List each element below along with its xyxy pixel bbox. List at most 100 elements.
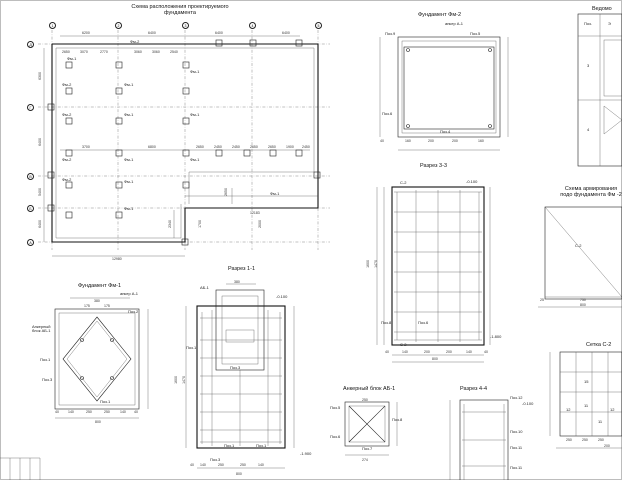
plan-top-dim-1: 6200: [82, 31, 90, 35]
section33-total: 800: [432, 357, 438, 361]
section33-mark-2: -0.100: [466, 179, 478, 184]
ab1-dim-2: 274: [362, 458, 368, 462]
schedule-header-pos: Поз.: [584, 21, 592, 26]
section11-mark-8: -1.900: [300, 451, 312, 456]
schedule-row-2: 4: [587, 127, 590, 132]
fm2-mark-1: Поз.9: [385, 31, 396, 36]
plan-misc-dim-5: 1700: [197, 220, 202, 228]
section44-mark-4: -0.100: [522, 401, 534, 406]
plan-title: Схема расположения проектируемого фундам…: [131, 4, 229, 16]
plan-mid-dim-1: 3700: [82, 145, 90, 149]
plan-label-8: Фм-1: [124, 157, 134, 162]
fm1-dim-4: 250: [104, 410, 110, 414]
section11-total: 800: [236, 472, 242, 476]
schedule-row-1: 3: [587, 63, 590, 68]
fm1-title: Фундамент Фм-1: [78, 283, 122, 289]
mesh-dim-1: 250: [566, 438, 572, 442]
scheme-dim-2: 750: [580, 298, 586, 302]
fm1-mark-6: Поз.1: [100, 399, 111, 404]
ab1-view: [344, 401, 398, 456]
schedule-table: [577, 13, 622, 167]
plan-label-11: Фм-2: [62, 177, 72, 182]
plan-label-5: Фм-1: [124, 112, 134, 117]
section44-mark-5: Поз.11: [510, 465, 523, 470]
fm1-top-dim-1: 380: [94, 299, 100, 303]
section-4-4: [449, 399, 509, 480]
plan-left-dim-1: 6300: [37, 72, 42, 80]
mesh-c2: [549, 351, 622, 449]
mesh-dim-3: 250: [598, 438, 604, 442]
section33-side-dim-1: 1600: [365, 260, 370, 268]
section11-title: Разрез 1-1: [228, 266, 256, 272]
fm1-mark-3: Анкерный блок АБ-1: [32, 324, 51, 333]
section11-mark-6: Поз.1: [256, 443, 267, 448]
fm2-mark-4: Поз.4: [440, 129, 451, 134]
plan-misc-dim-3: 2650: [223, 188, 228, 196]
mesh-dim-4: 200: [604, 444, 610, 448]
mesh-mark-1: 15: [584, 379, 589, 384]
scheme-dim-1: 25: [540, 298, 544, 302]
section11-dim-1: 140: [200, 463, 206, 467]
ab1-title: Анкерный блок АБ-1: [343, 386, 396, 392]
plan-label-12: Фм-1: [124, 179, 134, 184]
plan-top-dim-2: 6400: [148, 31, 156, 35]
fm1-dim-1: 40: [55, 410, 59, 414]
ab1-mark-1: Поз.5: [330, 405, 341, 410]
fm2-title: Фундамент Фм-2: [418, 12, 462, 18]
axis-left-a: А: [27, 239, 34, 246]
fm2-total: 40: [380, 139, 384, 143]
fm1-total: 800: [95, 420, 101, 424]
fm1-view: [54, 297, 149, 419]
plan-top-dim2-5: 3060: [152, 50, 160, 54]
plan-mid-dim-7: 2650: [268, 145, 276, 149]
section33-side-dim-2: 1470: [373, 260, 378, 268]
section44-mark-2: Поз.10: [510, 429, 523, 434]
section33-mark-5: -1.800: [490, 334, 502, 339]
fm1-top-dim-2: 175: [84, 304, 90, 308]
section11-side-dim-1: 1600: [173, 376, 178, 384]
ab1-mark-2: Поз.6: [330, 434, 341, 439]
section11-dim-5: 380: [234, 280, 240, 284]
scheme-mark-1: С-2: [575, 243, 582, 248]
axis-left-b: Б: [27, 205, 34, 212]
section33-title: Разрез 3-3: [420, 163, 448, 169]
section33-dim-1: 40: [385, 350, 389, 354]
fm1-top-dim-3: 175: [104, 304, 110, 308]
plan-misc-dim-4: 2340: [167, 220, 172, 228]
plan-label-4: Фм-2: [62, 112, 72, 117]
section33-dim-2: 140: [402, 350, 408, 354]
section33-mark-4: Поз.6: [418, 320, 429, 325]
section11-mark-7: Поз.3: [210, 457, 221, 462]
section11-dim-6: 40: [190, 463, 194, 467]
section11-mark-3: Поз.1: [186, 345, 197, 350]
schedule-title: Ведомо: [592, 6, 612, 12]
plan-mid-dim-3: 2650: [196, 145, 204, 149]
plan-left-dim-3: 5400: [37, 188, 42, 196]
plan-mid-dim-5: 2450: [232, 145, 240, 149]
axis-top-3: 3: [182, 22, 189, 29]
plan-top-dim2-6: 2540: [170, 50, 178, 54]
plan-mid-dim-4: 2450: [214, 145, 222, 149]
section11-side-dim-2: 1470: [181, 376, 186, 384]
scheme-title: Схема армирования подо фундамента Фм -2: [560, 186, 622, 198]
fm2-view: [379, 36, 509, 151]
fm1-mark-1: анкер А-1: [120, 291, 139, 296]
section33-dim-4: 200: [446, 350, 452, 354]
fm1-dim-5: 140: [120, 410, 126, 414]
plan-label-3: Фм-1: [124, 82, 134, 87]
schedule-header-e: Э: [608, 21, 611, 26]
plan-top-dim-4: 6400: [282, 31, 290, 35]
section11-mark-1: АБ-1: [200, 285, 209, 290]
plan-top-dim-3: 6400: [215, 31, 223, 35]
section44-mark-1: Поз.12: [510, 395, 523, 400]
fm1-dim-6: 40: [134, 410, 138, 414]
section11-dim-4: 140: [258, 463, 264, 467]
ab1-dim-1: 250: [362, 398, 368, 402]
fm2-dim-1: 160: [405, 139, 411, 143]
axis-left-v: В: [27, 173, 34, 180]
fm2-mark-5: анкер А-1: [445, 21, 464, 26]
axis-left-g: Г: [27, 104, 34, 111]
section11-dim-3: 250: [240, 463, 246, 467]
